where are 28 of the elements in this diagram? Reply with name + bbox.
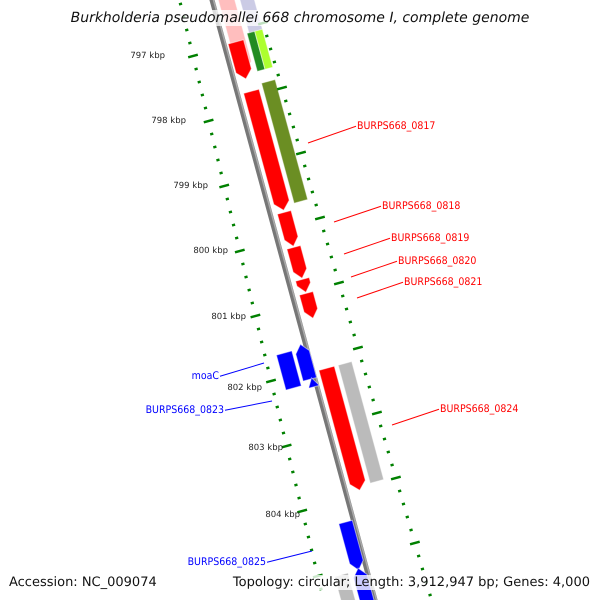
leader-line <box>224 400 272 411</box>
leader-line <box>308 126 356 144</box>
gene-label: BURPS668_0817 <box>357 121 436 132</box>
scale-label: 803 kbp <box>248 444 283 452</box>
gene-label: BURPS668_0819 <box>391 233 470 244</box>
leader-line <box>266 550 312 563</box>
leader-line <box>344 238 390 254</box>
gene-label: BURPS668_0820 <box>398 256 476 266</box>
gene-label: BURPS668_0818 <box>382 201 460 212</box>
gene-label: BURPS668_0821 <box>404 277 482 288</box>
scale-label: 800 kbp <box>193 246 228 256</box>
leader-line <box>350 260 398 278</box>
leader-line <box>392 408 440 426</box>
gene-label: BURPS668_0824 <box>440 404 518 414</box>
scale-label: 797 kbp <box>130 52 165 60</box>
scale-label: 802 kbp <box>227 384 262 392</box>
leader-line <box>220 362 264 377</box>
scale-label: 798 kbp <box>151 116 186 126</box>
scale-label: 801 kbp <box>211 312 246 322</box>
accession-text: Accession: NC_009074 <box>7 574 159 590</box>
scale-label: 799 kbp <box>173 182 208 190</box>
leader-line <box>334 206 382 222</box>
genome-info-text: Topology: circular; Length: 3,912,947 bp; Genes: 4,000 <box>230 574 592 590</box>
scale-label: 804 kbp <box>265 510 300 520</box>
leader-line <box>356 282 404 298</box>
gene-label: moaC <box>192 371 219 382</box>
gene-label: BURPS668_0823 <box>146 405 224 416</box>
gene-label: BURPS668_0825 <box>188 557 266 568</box>
